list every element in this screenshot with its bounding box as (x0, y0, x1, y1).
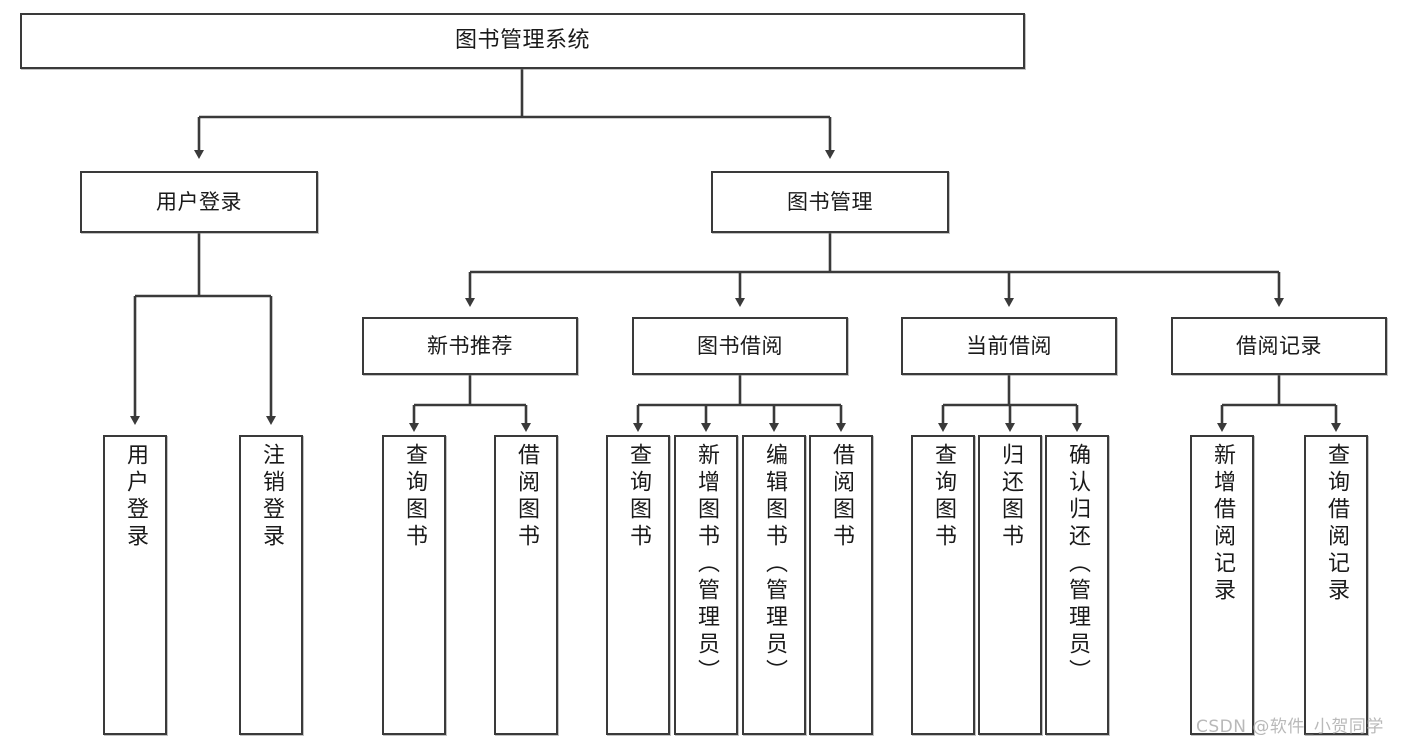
node-label: 用户登录 (156, 189, 242, 214)
node-leaf-borrow-book-1[interactable]: 借阅图书 (494, 435, 558, 735)
node-new-book-recommend[interactable]: 新书推荐 (362, 317, 578, 375)
node-user-login[interactable]: 用户登录 (80, 171, 318, 233)
node-current-borrow[interactable]: 当前借阅 (901, 317, 1117, 375)
node-leaf-edit-book-admin[interactable]: 编辑图书（管理员） (742, 435, 806, 735)
node-label: 注销登录 (259, 443, 284, 551)
node-label: 新增借阅记录 (1210, 443, 1235, 605)
node-leaf-add-borrow-record[interactable]: 新增借阅记录 (1190, 435, 1254, 735)
node-label: 借阅图书 (829, 443, 854, 551)
node-leaf-query-book-3[interactable]: 查询图书 (911, 435, 975, 735)
node-leaf-query-book-1[interactable]: 查询图书 (382, 435, 446, 735)
node-leaf-query-borrow-record[interactable]: 查询借阅记录 (1304, 435, 1368, 735)
node-label: 新增图书（管理员） (694, 443, 719, 686)
node-label: 查询图书 (626, 443, 651, 551)
node-label: 查询借阅记录 (1324, 443, 1349, 605)
node-leaf-logout-login[interactable]: 注销登录 (239, 435, 303, 735)
node-label: 查询图书 (931, 443, 956, 551)
node-label: 借阅记录 (1236, 333, 1322, 358)
node-leaf-query-book-2[interactable]: 查询图书 (606, 435, 670, 735)
node-leaf-add-book-admin[interactable]: 新增图书（管理员） (674, 435, 738, 735)
node-label: 借阅图书 (514, 443, 539, 551)
node-label: 确认归还（管理员） (1065, 443, 1090, 686)
node-borrow-record[interactable]: 借阅记录 (1171, 317, 1387, 375)
csdn-watermark: CSDN @软件_小贺同学 (1196, 717, 1384, 737)
node-book-manage[interactable]: 图书管理 (711, 171, 949, 233)
node-leaf-confirm-return-admin[interactable]: 确认归还（管理员） (1045, 435, 1109, 735)
node-book-borrow[interactable]: 图书借阅 (632, 317, 848, 375)
node-leaf-borrow-book-2[interactable]: 借阅图书 (809, 435, 873, 735)
node-root-book-management-system[interactable]: 图书管理系统 (20, 13, 1025, 69)
node-label: 图书管理系统 (454, 28, 590, 54)
node-label: 图书管理 (787, 189, 873, 214)
node-label: 当前借阅 (966, 333, 1052, 358)
node-leaf-user-login[interactable]: 用户登录 (103, 435, 167, 735)
node-label: 用户登录 (123, 443, 148, 551)
node-label: 查询图书 (402, 443, 427, 551)
node-label: 编辑图书（管理员） (762, 443, 787, 686)
node-label: 图书借阅 (697, 333, 783, 358)
node-label: 新书推荐 (427, 333, 513, 358)
node-leaf-return-book[interactable]: 归还图书 (978, 435, 1042, 735)
node-label: 归还图书 (998, 443, 1023, 551)
